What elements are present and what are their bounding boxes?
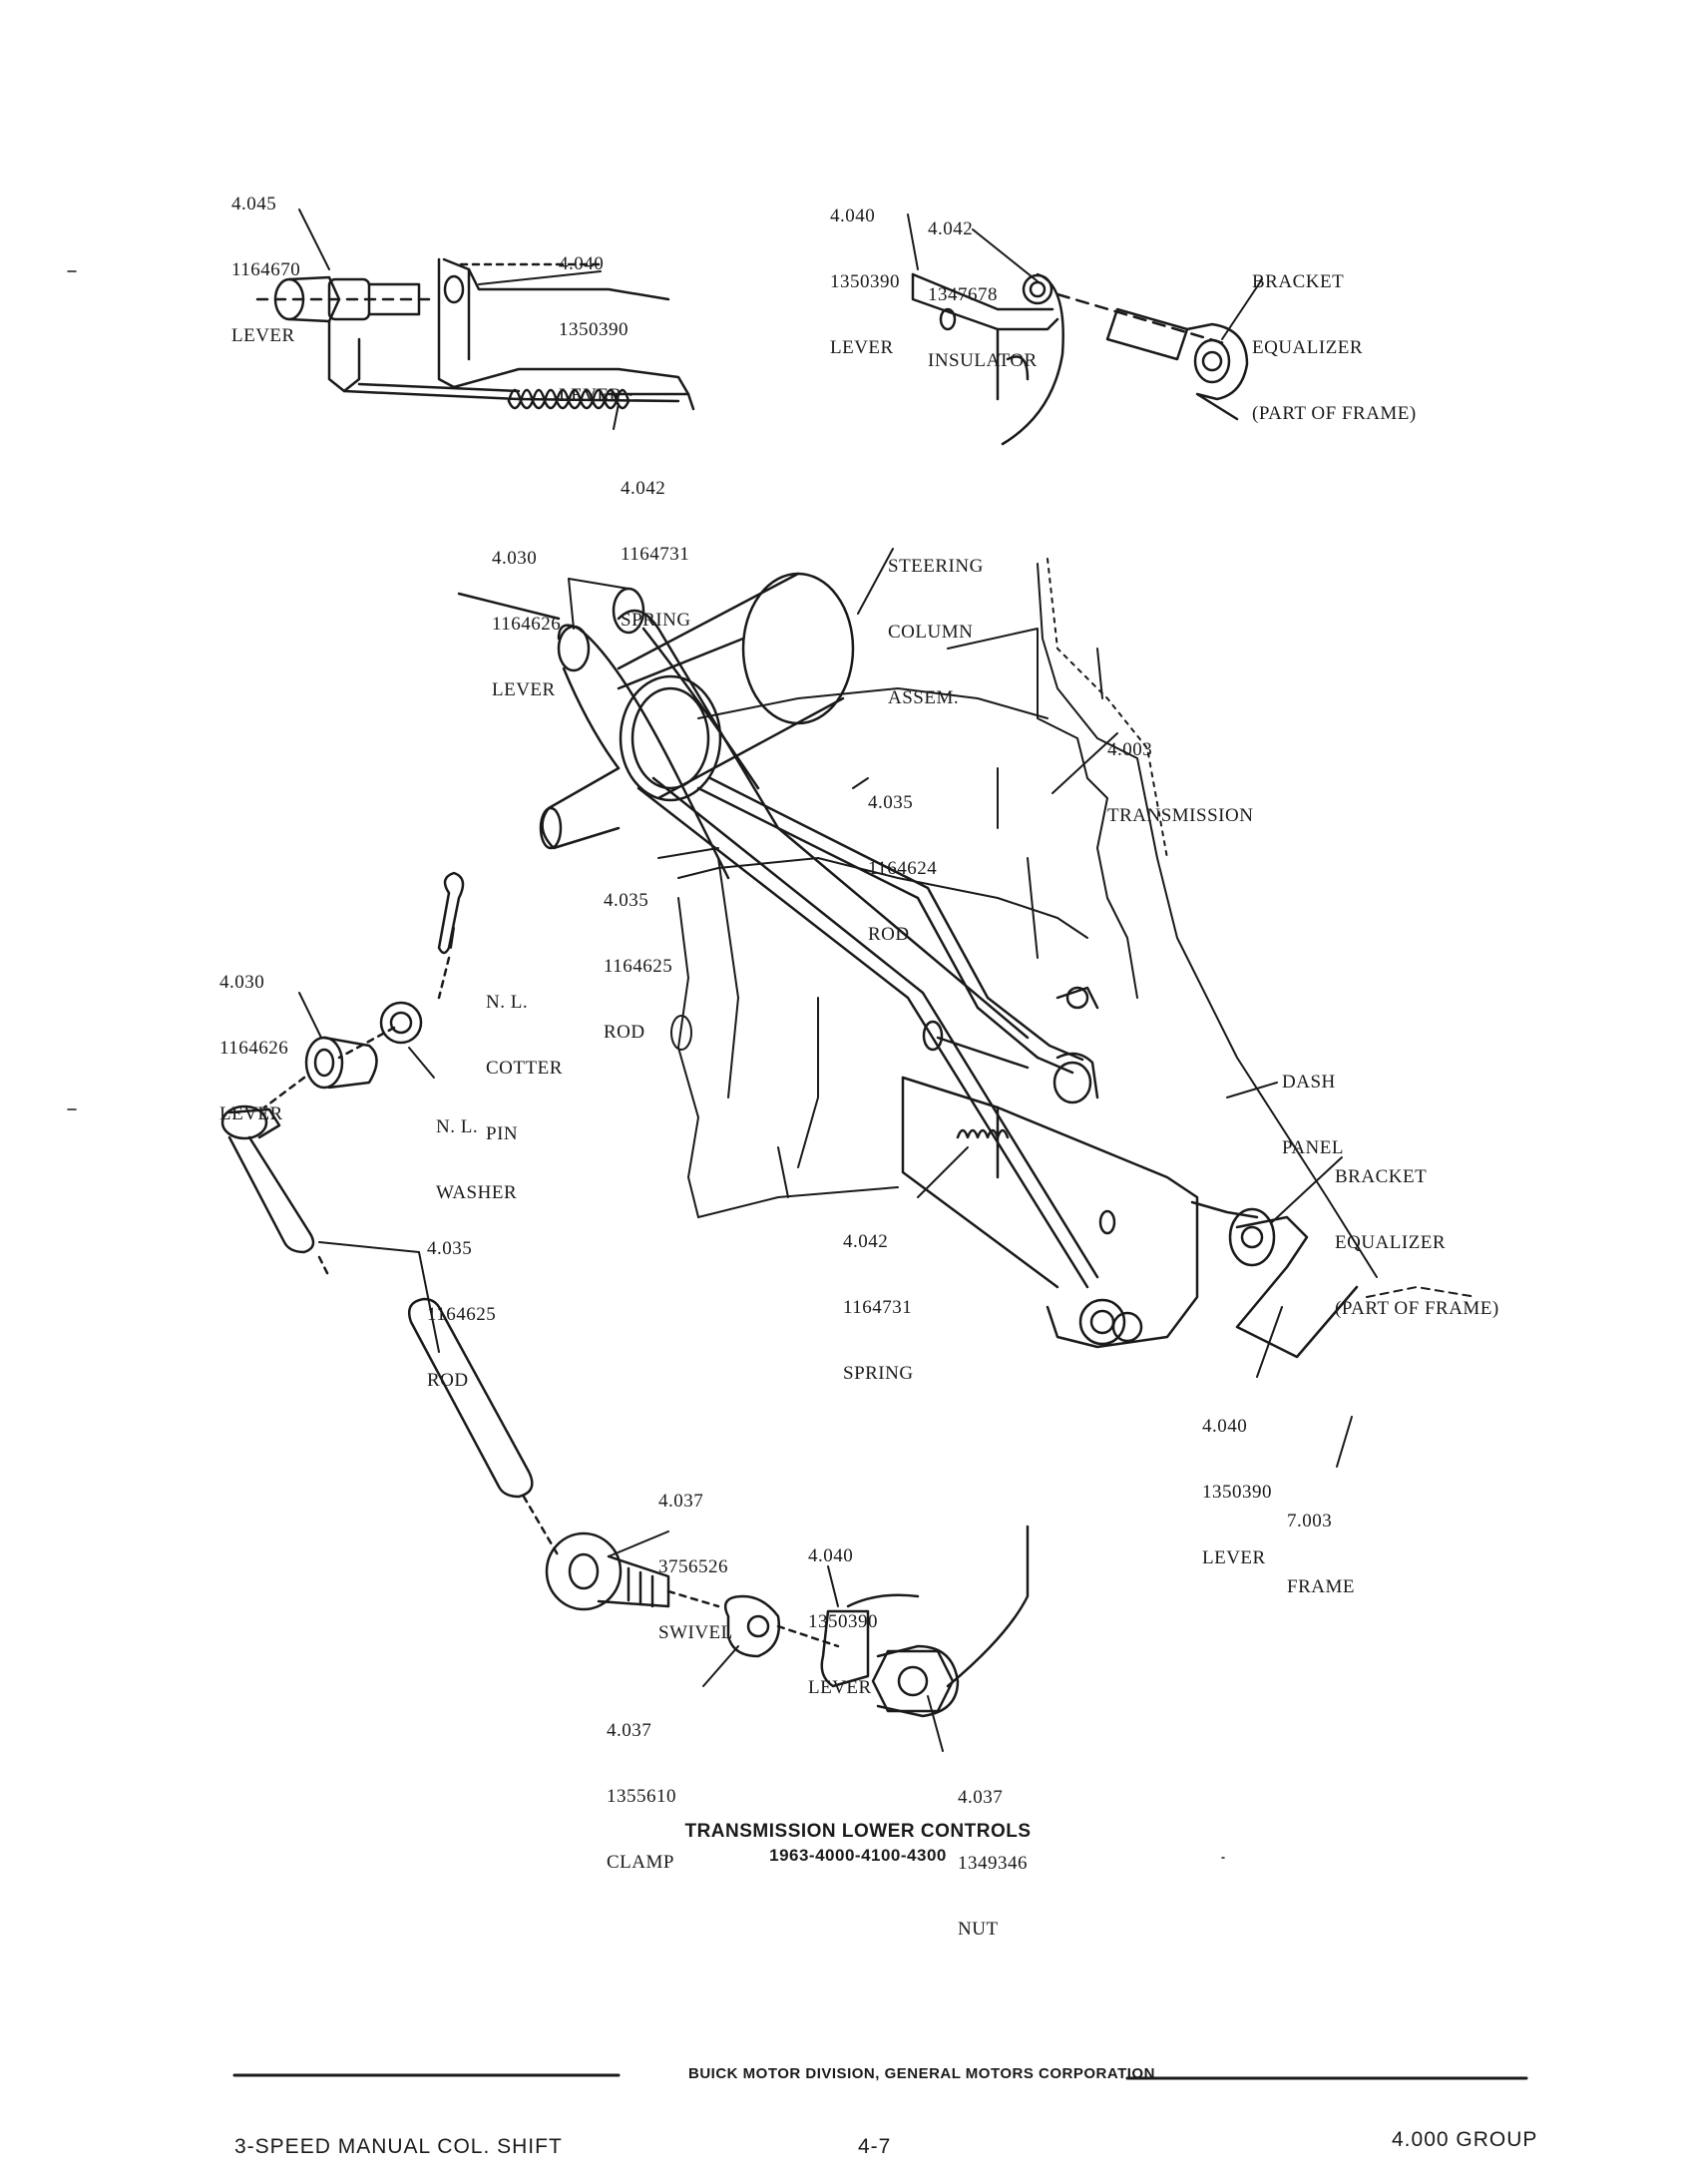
label-detail-rod: 4.035 1164625 ROD bbox=[427, 1238, 497, 1391]
label-top-mid-lever: 4.040 1350390 LEVER · bbox=[559, 253, 634, 406]
label-rod-upper: 4.035 1164624 ROD bbox=[868, 792, 938, 945]
label-top-insulator: 4.042 1347678 INSULATOR bbox=[928, 218, 1038, 371]
label-top-bracket: BRACKET EQUALIZER (PART OF FRAME) bbox=[1252, 271, 1417, 424]
shift-rods bbox=[636, 776, 1099, 1289]
steering-column bbox=[457, 572, 855, 850]
label-nut: 4.037 1349346 NUT bbox=[958, 1787, 1028, 1940]
bottom-detail-parts bbox=[522, 1495, 1030, 1718]
label-mid-bracket: BRACKET EQUALIZER (PART OF FRAME) bbox=[1335, 1166, 1499, 1319]
lower-lever-bracket bbox=[901, 986, 1359, 1359]
top-left-lever-assembly bbox=[255, 257, 695, 411]
label-rod-lower: 4.035 1164625 ROD bbox=[604, 890, 673, 1043]
dash-panel bbox=[1037, 558, 1477, 1298]
figure-caption-title: TRANSMISSION LOWER CONTROLS bbox=[684, 1821, 1032, 1842]
label-swivel: 4.037 3756526 SWIVEL bbox=[658, 1491, 733, 1643]
footer-corporation: BUICK MOTOR DIVISION, GENERAL MOTORS COR… bbox=[688, 2065, 1155, 2082]
label-column-levers: 4.030 1164626 LEVER bbox=[492, 548, 562, 700]
label-steering-column: STEERING COLUMN ASSEM. bbox=[888, 556, 984, 708]
label-top-spring: 4.042 1164731 SPRING bbox=[621, 478, 691, 631]
label-top-left-lever: 4.045 1164670 LEVER bbox=[231, 194, 301, 346]
column-levers bbox=[557, 587, 1030, 1040]
label-top-right-lever: 4.040 1350390 LEVER bbox=[830, 206, 900, 358]
label-washer: N. L. WASHER bbox=[436, 1116, 518, 1203]
label-bottom-lever: 4.040 1350390 LEVER bbox=[808, 1545, 878, 1698]
top-right-lever-assembly bbox=[911, 272, 1249, 446]
footer-section: 3-SPEED MANUAL COL. SHIFT bbox=[234, 2135, 563, 2158]
figure-caption-subtitle: 1963-4000-4100-4300 bbox=[769, 1846, 947, 1865]
footer-page-number: 4-7 bbox=[858, 2135, 892, 2158]
label-cotter-pin: N. L. COTTER PIN bbox=[486, 992, 563, 1144]
label-transmission: 4.003 TRANSMISSION bbox=[1107, 739, 1254, 826]
spring-coil bbox=[507, 388, 631, 410]
label-frame: 7.003 FRAME bbox=[1287, 1511, 1355, 1597]
leader-lines bbox=[298, 209, 1353, 1752]
label-clamp: 4.037 1355610 CLAMP bbox=[607, 1720, 676, 1873]
footer-group: 4.000 GROUP bbox=[1392, 2128, 1538, 2151]
left-detail-parts bbox=[220, 871, 534, 1499]
label-detail-lever: 4.030 1164626 LEVER bbox=[219, 972, 289, 1124]
label-mid-lever: 4.040 1350390 LEVER bbox=[1202, 1416, 1272, 1568]
transmission-case bbox=[670, 628, 1138, 1218]
label-dash-panel: DASH PANEL bbox=[1282, 1072, 1344, 1158]
label-mid-spring: 4.042 1164731 SPRING bbox=[843, 1231, 914, 1384]
